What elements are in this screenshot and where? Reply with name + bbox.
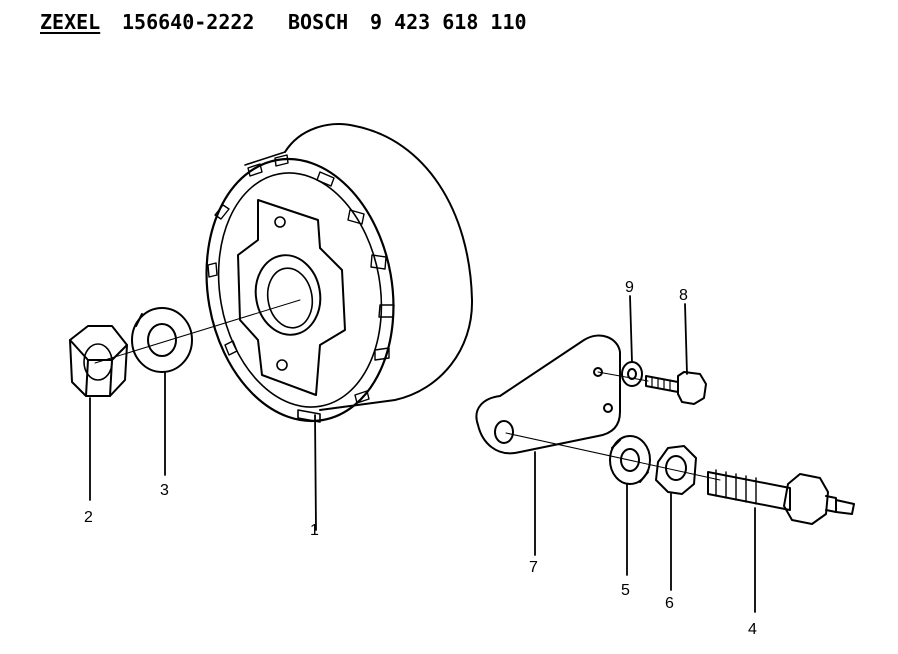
callout-7: 7 <box>529 559 538 576</box>
leader-8 <box>684 303 688 375</box>
bosch-part-number: 9 423 618 110 <box>370 10 527 34</box>
part-small-washer <box>621 361 643 387</box>
callout-5: 5 <box>621 582 630 599</box>
callout-3: 3 <box>160 482 169 499</box>
part-hex-nut <box>69 325 128 397</box>
brand-zexel: ZEXEL <box>40 10 101 34</box>
zexel-part-number: 156640-2222 <box>122 10 255 34</box>
callout-6: 6 <box>665 595 674 612</box>
part-flange-bolt <box>645 371 707 405</box>
leader-lines <box>89 295 756 613</box>
callout-8: 8 <box>679 287 688 304</box>
part-bracket <box>475 334 621 455</box>
callout-labels: 1 2 3 4 5 6 7 8 9 <box>84 279 757 638</box>
callout-9: 9 <box>625 279 634 296</box>
brand-bosch: BOSCH <box>288 10 349 34</box>
part-housing <box>205 123 474 423</box>
part-spacer-washer <box>609 435 651 485</box>
part-threaded-plug <box>707 469 855 525</box>
leader-9 <box>629 295 633 363</box>
leader-1 <box>314 414 317 531</box>
callout-2: 2 <box>84 509 93 526</box>
part-lock-washer <box>131 307 193 373</box>
part-small-nut <box>655 445 697 495</box>
callout-1: 1 <box>310 522 319 539</box>
callout-4: 4 <box>748 621 757 638</box>
